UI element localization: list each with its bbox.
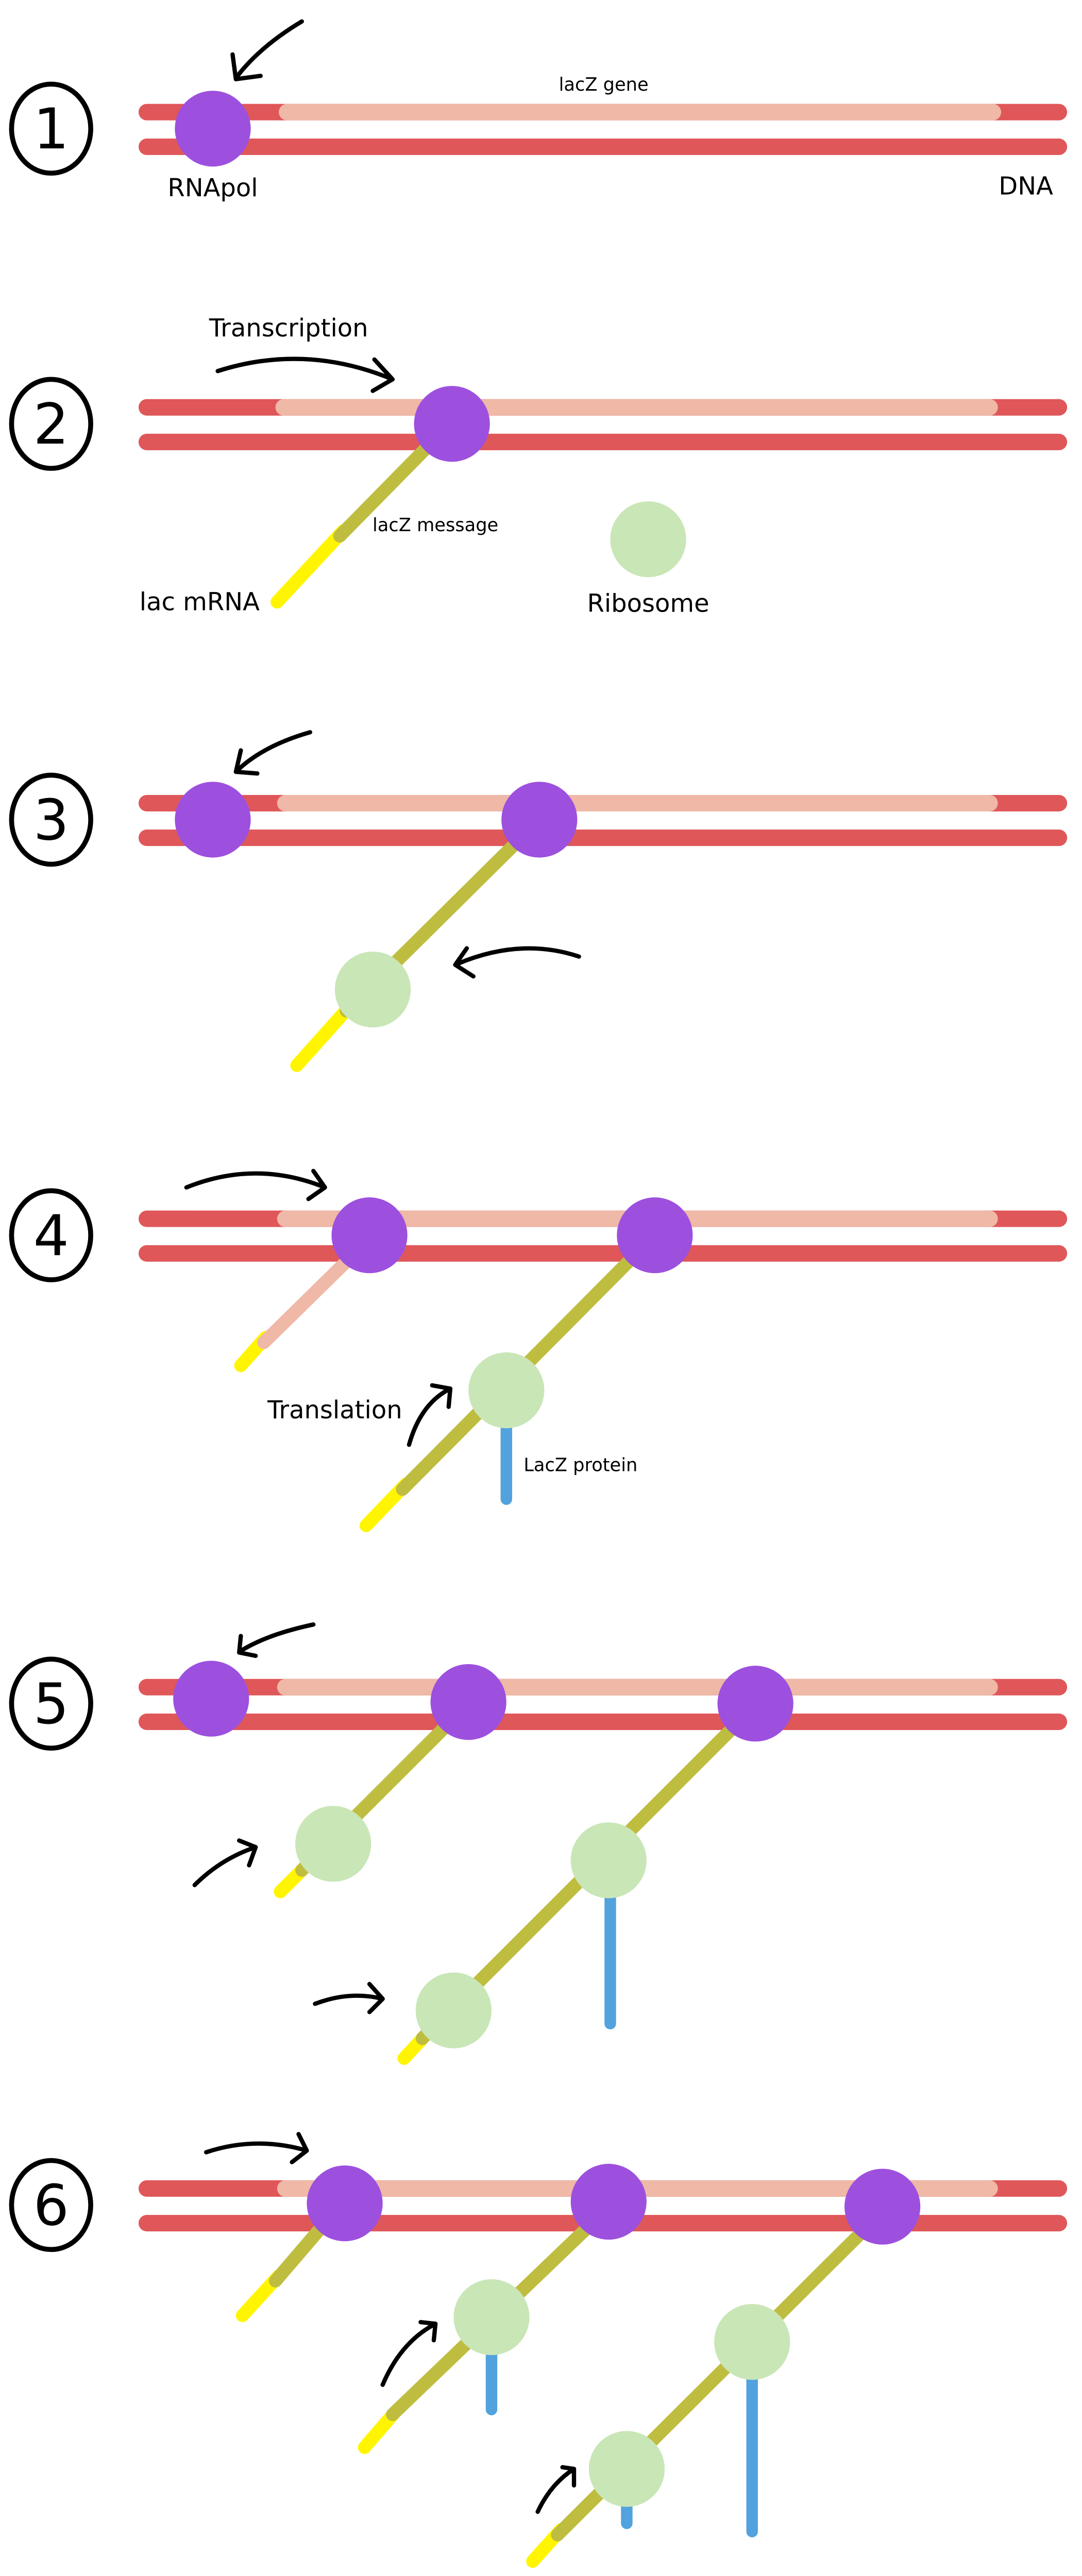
ribosome bbox=[468, 1352, 545, 1429]
ribosome bbox=[570, 1822, 647, 1899]
ribosome bbox=[453, 2279, 530, 2355]
step-number-circle bbox=[9, 2158, 93, 2252]
lacz-message-label: lacZ message bbox=[373, 515, 498, 536]
step-number-circle bbox=[9, 1656, 93, 1751]
translation-arrow-icon bbox=[407, 1383, 453, 1447]
rna-polymerase bbox=[501, 782, 578, 858]
arrow-icon bbox=[230, 19, 304, 81]
ribosome bbox=[295, 1806, 371, 1882]
step-3: 3 bbox=[9, 730, 1068, 1072]
rna-polymerase bbox=[175, 91, 251, 167]
mrna-leader bbox=[270, 524, 350, 609]
arrow-icon bbox=[204, 2132, 309, 2164]
arrow-icon bbox=[313, 1981, 385, 2014]
rna-polymerase bbox=[307, 2165, 383, 2242]
step-number: 4 bbox=[33, 1203, 69, 1268]
arrow-icon bbox=[233, 730, 313, 776]
lacz-protein-label: LacZ protein bbox=[523, 1454, 637, 1476]
ribosome bbox=[588, 2431, 665, 2507]
ribosome bbox=[610, 501, 686, 578]
lac-mrna-label: lac mRNA bbox=[140, 587, 260, 616]
ribosome-label: Ribosome bbox=[587, 589, 709, 618]
step-number-circle bbox=[9, 772, 93, 867]
ribosome bbox=[334, 952, 411, 1028]
rna-polymerase bbox=[173, 1660, 249, 1737]
arrow-icon bbox=[535, 2465, 577, 2514]
step-number: 2 bbox=[33, 392, 69, 457]
step-2: 2 Transcription lacZ message lac mRNA Ri… bbox=[9, 314, 1068, 618]
step-number: 6 bbox=[33, 2173, 69, 2238]
transcription-arrow-icon bbox=[215, 357, 395, 393]
rna-polymerase bbox=[175, 782, 251, 858]
dna-label: DNA bbox=[999, 172, 1053, 201]
rna-polymerase bbox=[617, 1197, 693, 1274]
dna bbox=[138, 104, 1068, 155]
rna-polymerase bbox=[430, 1664, 506, 1740]
step-4: 4 Translation LacZ protein bbox=[9, 1168, 1068, 1532]
step-number: 5 bbox=[33, 1671, 69, 1737]
rnapol-label: RNApol bbox=[167, 174, 258, 202]
step-6: 6 bbox=[9, 2132, 1068, 2568]
arrow-icon bbox=[184, 1168, 327, 1201]
step-number-circle bbox=[9, 377, 93, 471]
rna-polymerase bbox=[331, 1197, 408, 1274]
arrow-icon bbox=[453, 946, 581, 979]
step-1: 1 lacZ gene RNApol DNA bbox=[9, 19, 1068, 202]
lacz-gene-label: lacZ gene bbox=[559, 74, 649, 95]
rna-polymerase bbox=[414, 386, 490, 462]
arrow-icon bbox=[192, 1838, 258, 1888]
rna-polymerase bbox=[844, 2168, 921, 2245]
transcription-label: Transcription bbox=[209, 314, 368, 343]
ribosome bbox=[714, 2303, 790, 2380]
step-number-circle bbox=[9, 81, 93, 176]
step-number-circle bbox=[9, 1188, 93, 1282]
rna-polymerase bbox=[717, 1666, 793, 1742]
arrow-icon bbox=[237, 1622, 316, 1658]
step-number: 3 bbox=[33, 787, 69, 853]
step-number: 1 bbox=[33, 96, 69, 162]
rna-polymerase bbox=[570, 2163, 647, 2240]
ribosome bbox=[415, 1972, 492, 2048]
translation-label: Translation bbox=[267, 1396, 402, 1425]
nascent-lacz-mrna bbox=[257, 1248, 360, 1349]
step-5: 5 bbox=[9, 1622, 1068, 2065]
lacz-mrna bbox=[268, 2216, 332, 2287]
arrow-icon bbox=[380, 2320, 438, 2387]
lacz-mrna bbox=[333, 432, 442, 543]
